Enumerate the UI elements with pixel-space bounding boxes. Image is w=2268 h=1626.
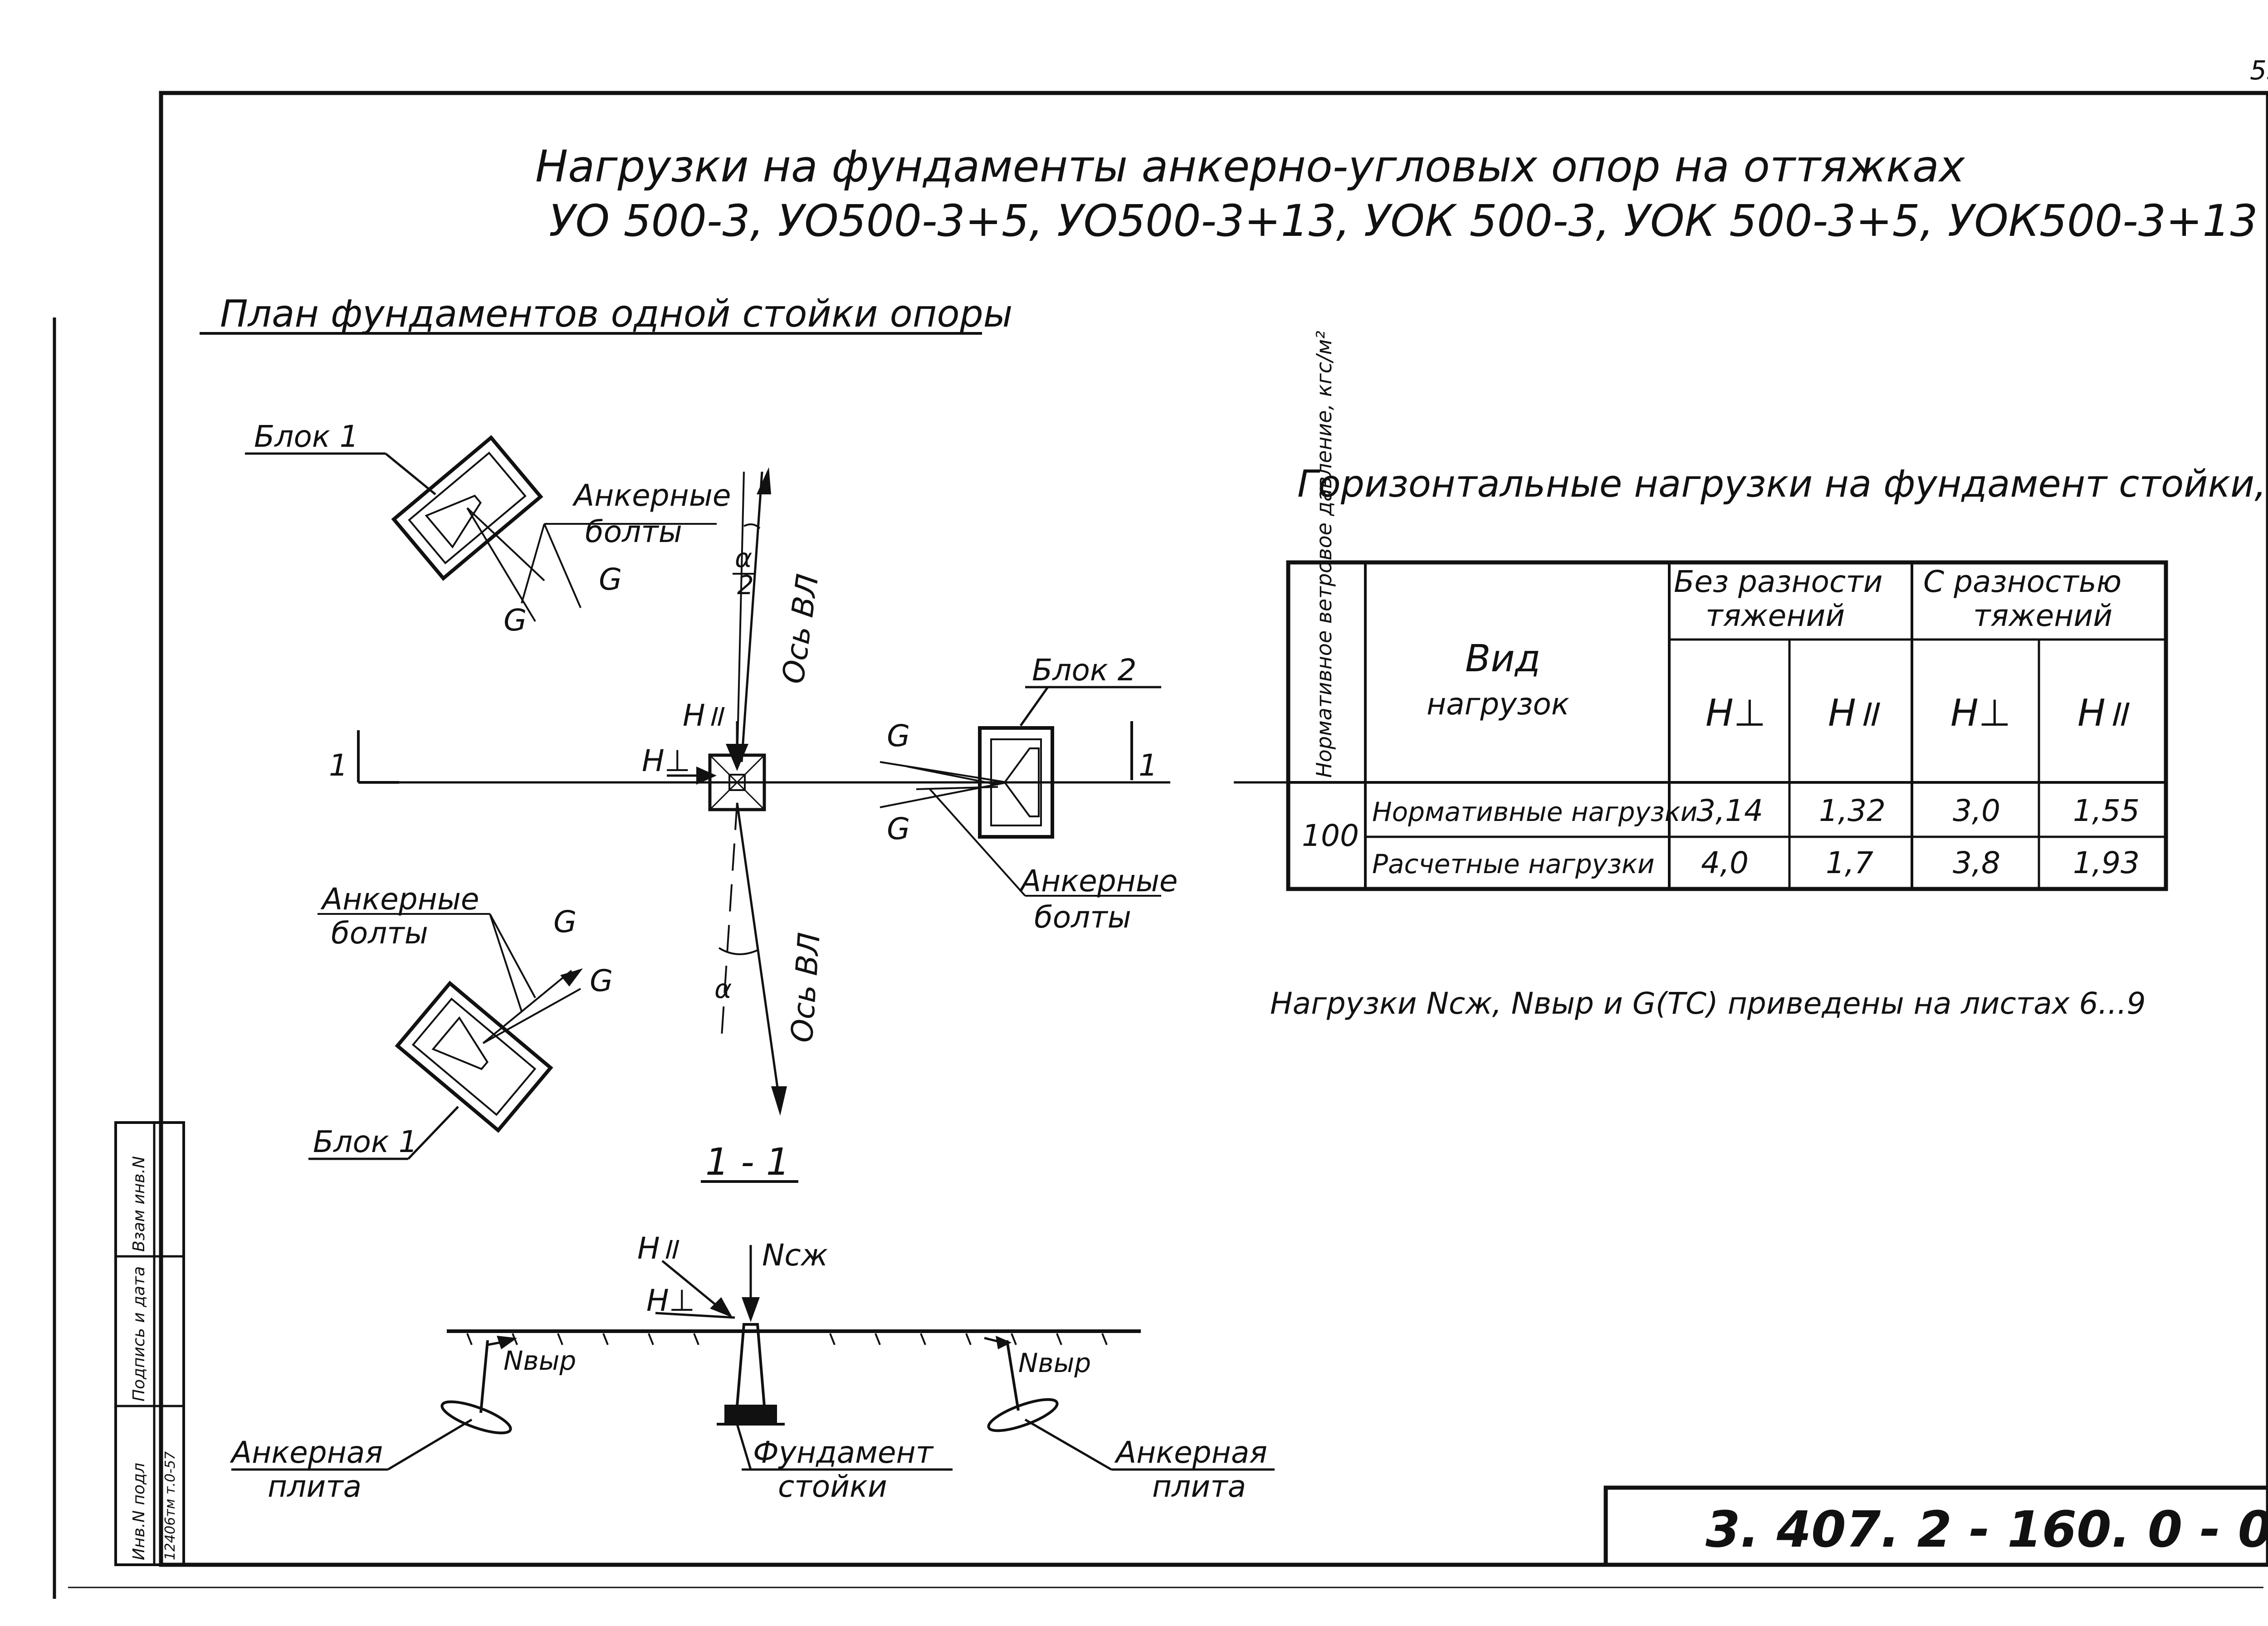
- table-heading: Горизонтальные нагрузки на фундамент сто…: [1297, 463, 2268, 506]
- block1-top-label: Блок 1: [254, 419, 359, 454]
- row1-v4: 1,55: [2073, 793, 2140, 828]
- anchor-plate-right-l1: Анкерная: [1114, 1435, 1267, 1470]
- section-n-comp: Nсж: [762, 1238, 828, 1273]
- anchor-plate-right-l2: плита: [1152, 1469, 1246, 1504]
- anchor-bolts-right-l2: болты: [1034, 900, 1131, 935]
- section-h-perp: Н⊥: [646, 1283, 695, 1318]
- h-perp-plan: Н⊥: [642, 743, 690, 778]
- anchor-bolts-top-l1: Анкерные: [572, 478, 731, 513]
- g-left-2: G: [590, 963, 613, 998]
- g-left-1: G: [553, 904, 577, 939]
- row1-type: Нормативные нагрузки: [1372, 796, 1697, 827]
- loads-note: Нагрузки Nсж, Nвыр и G(ТС) приведены на …: [1270, 986, 2146, 1021]
- col-pressure-header: Нормативное ветровое давление, кгс/м²: [1312, 331, 1336, 778]
- anchor-plate-left-l1: Анкерная: [230, 1435, 383, 1470]
- alpha-half-den: 2: [737, 570, 754, 601]
- section-mark-left: 1: [329, 748, 348, 783]
- section-h-par: Н॥: [637, 1231, 679, 1266]
- row2-v3: 3,8: [1953, 845, 2000, 880]
- g-right-2: G: [887, 811, 910, 846]
- row2-type: Расчетные нагрузки: [1372, 849, 1655, 879]
- g-top-2: G: [503, 603, 527, 638]
- foundation-l2: стойки: [778, 1469, 887, 1504]
- foundation-l1: Фундамент: [753, 1435, 934, 1470]
- side-stamp: Инв.N подл Подпись и дата Взам инв.N 124…: [114, 1121, 185, 1566]
- section-mark-right: 1: [1139, 748, 1158, 783]
- anchor-bolts-left-l1: Анкерные: [320, 882, 479, 917]
- hdr-h-perp-1: Н⊥: [1706, 692, 1766, 735]
- g-right-1: G: [887, 718, 910, 753]
- side-inv-orig: Инв.N подл: [130, 1463, 148, 1560]
- row1-v2: 1,32: [1819, 793, 1886, 828]
- anchor-bolts-right-l1: Анкерные: [1019, 864, 1178, 898]
- col-type-l2: нагрузок: [1427, 687, 1569, 722]
- block2-label: Блок 2: [1032, 653, 1137, 688]
- plan-drawing: [245, 435, 1424, 1160]
- alpha-label: α: [714, 973, 732, 1004]
- section-title: 1 - 1: [705, 1141, 790, 1184]
- anchor-plate-left-l2: плита: [268, 1469, 362, 1504]
- alpha-half-num: α: [735, 542, 752, 573]
- row2-v1: 4,0: [1701, 845, 1749, 880]
- section-drawing: [231, 1245, 1275, 1471]
- section-n-pull-left: Nвыр: [503, 1345, 576, 1376]
- vl-axis-top: Ось ВЛ: [776, 572, 826, 686]
- pressure-value: 100: [1302, 818, 1359, 853]
- side-ref-number: 12406тм т.0-57: [162, 1451, 178, 1560]
- vl-axis-bottom: Ось ВЛ: [784, 931, 827, 1044]
- col-type-l1: Вид: [1465, 637, 1540, 680]
- anchor-bolts-left-l2: болты: [331, 916, 428, 951]
- anchor-bolts-top-l2: болты: [585, 514, 682, 549]
- loads-table: [1286, 560, 2168, 891]
- hdr-h-par-1: Н॥: [1828, 692, 1881, 735]
- side-inv-replace: Взам инв.N: [130, 1156, 148, 1252]
- title-line-2: УО 500-3, УО500-3+5, УО500-3+13, УОК 500…: [549, 195, 2258, 246]
- group1-l1: Без разности: [1674, 564, 1883, 599]
- row1-v1: 3,14: [1696, 793, 1763, 828]
- row1-v3: 3,0: [1953, 793, 2000, 828]
- hdr-h-par-2: Н॥: [2077, 692, 2130, 735]
- group2-l1: С разностью: [1923, 564, 2121, 599]
- side-signature-date: Подпись и дата: [130, 1266, 148, 1401]
- h-par-plan: Н॥: [683, 698, 725, 733]
- plan-heading: План фундаментов одной стойки опоры: [220, 293, 1012, 336]
- block1-bottom-label: Блок 1: [313, 1124, 418, 1159]
- row2-v2: 1,7: [1826, 845, 1873, 880]
- drawing-code: 3. 407. 2 - 160. 0 - 04: [1706, 1500, 2268, 1558]
- group2-l2: тяжений: [1973, 598, 2112, 633]
- title-line-1: Нагрузки на фундаменты анкерно-угловых о…: [535, 141, 1965, 192]
- page-number: 55: [2250, 55, 2268, 86]
- hdr-h-perp-2: Н⊥: [1950, 692, 2011, 735]
- g-top-1: G: [599, 562, 622, 597]
- section-n-pull-right: Nвыр: [1018, 1348, 1091, 1378]
- sheet-frame: [159, 91, 2268, 1567]
- row2-v4: 1,93: [2073, 845, 2140, 880]
- title-block: [1603, 1485, 2268, 1567]
- group1-l2: тяжений: [1706, 598, 1845, 633]
